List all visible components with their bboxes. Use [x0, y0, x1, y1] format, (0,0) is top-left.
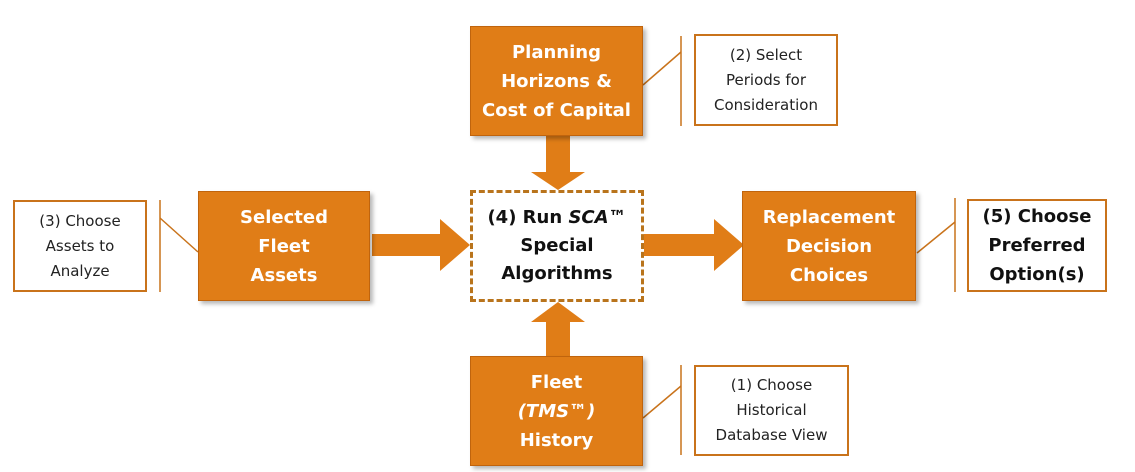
fleet-history-line-2: (TMS™) — [517, 400, 596, 422]
note-choose-assets-line-3: Analyze — [50, 261, 110, 280]
note-choose-option-line-2: Preferred — [988, 235, 1086, 256]
note-choose-assets-line-1: (3) Choose — [39, 211, 121, 230]
arrow-right-run-to-replacement — [644, 219, 744, 271]
run-sca-prefix: (4) Run — [487, 207, 569, 228]
arrow-right-assets-to-run — [372, 219, 470, 271]
planning-horizons-box: Planning Horizons & Cost of Capital — [470, 26, 643, 136]
planning-line-1: Planning — [511, 41, 601, 63]
fleet-assets-line-1: Selected — [240, 206, 328, 228]
note-select-periods-line-3: Consideration — [714, 95, 818, 114]
replacement-line-2: Decision — [785, 235, 873, 257]
run-sca-box: (4) Run SCA™ Special Algorithms — [470, 190, 644, 302]
leader-line-select-periods — [642, 51, 682, 86]
note-choose-option-line-3: Option(s) — [989, 264, 1085, 285]
arrow-up-history-to-run — [531, 302, 585, 356]
replacement-line-3: Choices — [789, 264, 869, 286]
run-sca-line-3: Algorithms — [501, 263, 613, 284]
note-select-periods-line-1: (2) Select — [729, 45, 803, 64]
note-choose-view: (1) Choose Historical Database View — [694, 365, 849, 456]
fleet-history-box: Fleet (TMS™) History — [470, 356, 643, 466]
run-sca-line-2: Special — [520, 235, 594, 256]
note-choose-assets-line-2: Assets to — [45, 236, 115, 255]
note-choose-view-line-2: Historical — [736, 401, 807, 419]
fleet-history-line-3: History — [519, 429, 594, 451]
arrow-down-planning-to-run — [531, 136, 585, 190]
leader-line-choose-option — [916, 221, 956, 254]
note-choose-option: (5) Choose Preferred Option(s) — [967, 199, 1107, 292]
replacement-decision-box: Replacement Decision Choices — [742, 191, 916, 301]
leader-line-choose-view — [642, 385, 682, 419]
fleet-assets-line-3: Assets — [250, 264, 318, 286]
planning-line-3: Cost of Capital — [482, 99, 631, 121]
leader-line-choose-assets — [159, 217, 199, 253]
note-select-periods: (2) Select Periods for Consideration — [694, 34, 838, 126]
note-choose-view-line-3: Database View — [715, 426, 828, 444]
fleet-assets-line-2: Fleet — [258, 235, 310, 257]
run-sca-emph: SCA™ — [568, 207, 627, 228]
replacement-line-1: Replacement — [762, 206, 896, 228]
note-choose-assets: (3) Choose Assets to Analyze — [13, 200, 147, 292]
note-select-periods-line-2: Periods for — [726, 70, 806, 89]
run-sca-line-1: (4) Run SCA™ — [487, 204, 626, 232]
fleet-history-line-1: Fleet — [530, 371, 583, 393]
selected-fleet-assets-box: Selected Fleet Assets — [198, 191, 370, 301]
planning-line-2: Horizons & — [501, 70, 612, 92]
note-choose-option-line-1: (5) Choose — [982, 206, 1092, 227]
note-choose-view-line-1: (1) Choose — [730, 376, 813, 394]
